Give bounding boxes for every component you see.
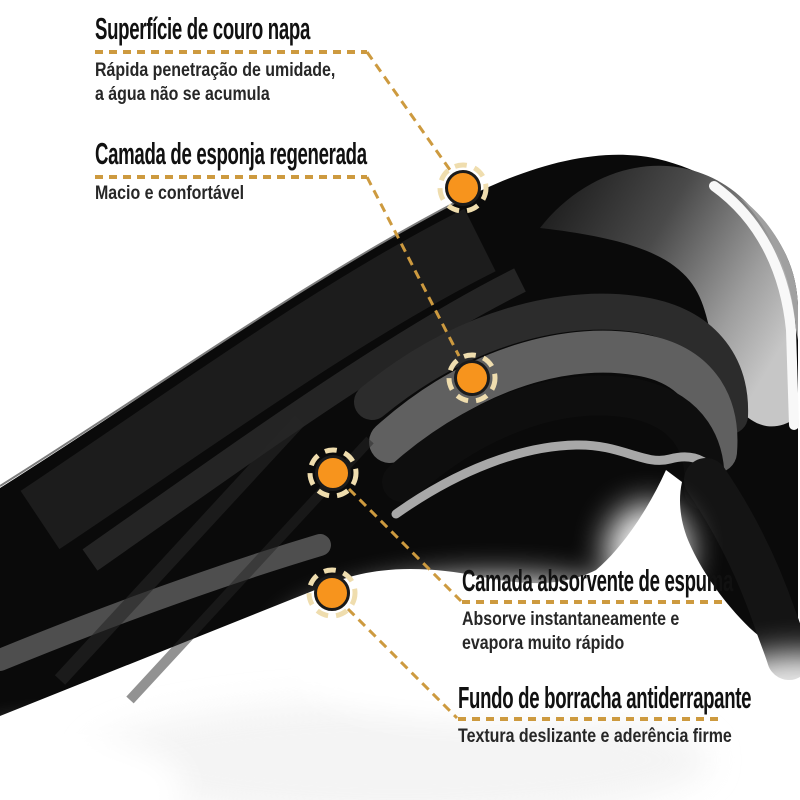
layer-label-napa-surface: Superfície de couro napa Rápida penetraç… xyxy=(95,13,453,107)
layer-title: Fundo de borracha antiderrapante xyxy=(458,680,752,715)
rubber-side-stripe xyxy=(0,534,331,671)
layer-description: Absorve instantaneamente e evapora muito… xyxy=(462,609,680,654)
layer-title: Camada de esponja regenerada xyxy=(95,136,367,171)
layer-description: Rápida penetração de umidade, a água não… xyxy=(95,60,336,105)
layer-title: Superfície de couro napa xyxy=(95,11,311,46)
connector-napa xyxy=(365,51,452,171)
layer-description: Textura deslizante e aderência firme xyxy=(458,726,732,747)
layer-title: Camada absorvente de espuma xyxy=(462,563,734,598)
leather-sheen-2 xyxy=(82,268,526,571)
outer-edge-surface xyxy=(740,198,798,340)
layer-label-rubber-bottom: Fundo de borracha antiderrapante Textura… xyxy=(458,682,800,749)
marker-dots xyxy=(306,162,498,619)
connector-lines xyxy=(346,51,463,720)
under-shadow-band xyxy=(382,375,725,510)
layer-description: Macio e confortável xyxy=(95,183,245,204)
top-edge-highlight xyxy=(0,200,459,487)
leather-sheen xyxy=(20,208,496,550)
napa-surface-marker xyxy=(437,162,489,214)
rubber-bottom-marker xyxy=(306,567,358,619)
right-fold-shape xyxy=(684,458,800,680)
foam-layer-band xyxy=(369,330,738,473)
sponge-layer-marker xyxy=(446,352,498,404)
highlight-rim xyxy=(709,181,799,430)
layer-label-foam: Camada absorvente de espuma Absorve inst… xyxy=(462,565,800,656)
layer-label-sponge: Camada de esponja regenerada Macio e con… xyxy=(95,138,548,206)
rubber-texture-stripe xyxy=(54,415,306,685)
label-underlines xyxy=(95,50,723,721)
sponge-layer-band xyxy=(354,293,749,434)
connector-rubber xyxy=(346,607,459,720)
foam-layer-marker xyxy=(307,447,359,499)
connector-sponge xyxy=(365,176,461,357)
soft-fades xyxy=(0,504,800,800)
connector-foam xyxy=(347,487,463,603)
floor-shadow xyxy=(90,700,710,800)
